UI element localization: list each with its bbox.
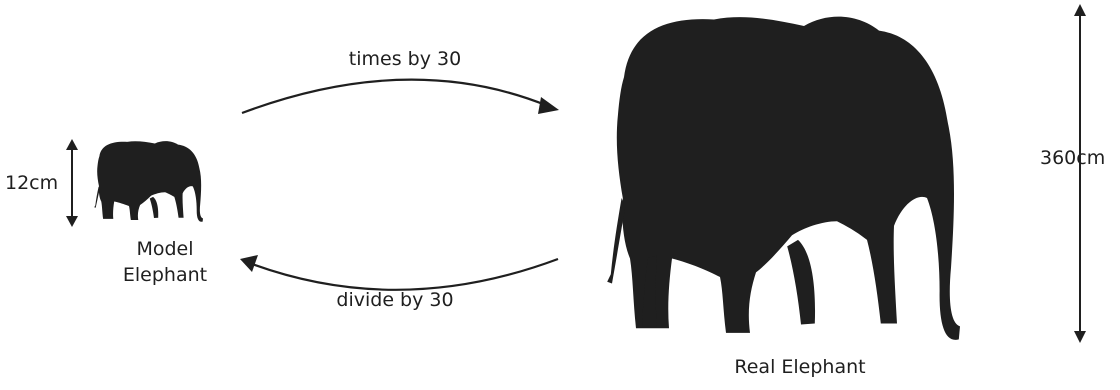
model-caption-line2: Elephant (122, 263, 208, 286)
model-caption-line1: Model (136, 238, 194, 260)
model-height-label: 12cm (5, 172, 59, 194)
real-elephant-silhouette (607, 16, 960, 340)
times-label: times by 30 (348, 48, 462, 70)
model-elephant-caption: Model Elephant (100, 238, 230, 287)
real-height-arrow (1074, 4, 1086, 343)
divide-label: divide by 30 (336, 289, 454, 311)
model-height-arrow (66, 139, 78, 227)
divide-arrow (240, 255, 559, 291)
times-arrow (241, 78, 559, 115)
real-elephant-caption: Real Elephant (734, 356, 866, 378)
model-elephant-silhouette (94, 141, 203, 222)
real-height-label: 360cm (1040, 147, 1106, 169)
